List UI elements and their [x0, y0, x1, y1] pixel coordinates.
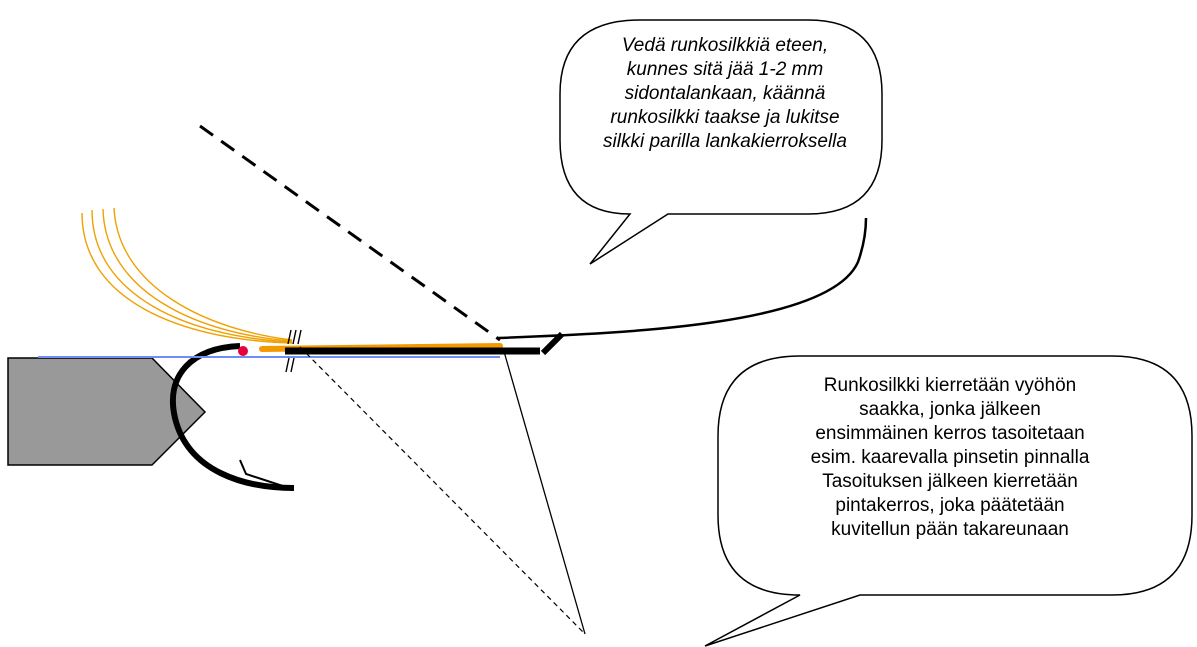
tail-fiber-1 [81, 212, 293, 344]
tail-fiber-3 [102, 208, 293, 342]
callout-bubble-2 [704, 355, 1193, 647]
tie-in-marks [285, 329, 302, 373]
hook-bend [170, 343, 295, 491]
thread-start-dot [238, 346, 248, 356]
tail-fiber-2 [91, 209, 293, 343]
callout-2-text: Runkosilkki kierretään vyöhön saakka, jo… [810, 375, 1090, 540]
bobbin-thread [497, 217, 868, 340]
dashed-pointer-upper [199, 124, 501, 342]
tail-fiber-4 [113, 207, 293, 341]
dashed-pointer-lower [299, 346, 586, 635]
solid-pointer [502, 347, 586, 635]
hook-barb [239, 459, 293, 490]
callout-1-text: Vedä runkosilkkiä eteen, kunnes sitä jää… [603, 35, 847, 152]
silk-end-segment [540, 331, 565, 356]
callout-bubble-1 [559, 19, 883, 265]
